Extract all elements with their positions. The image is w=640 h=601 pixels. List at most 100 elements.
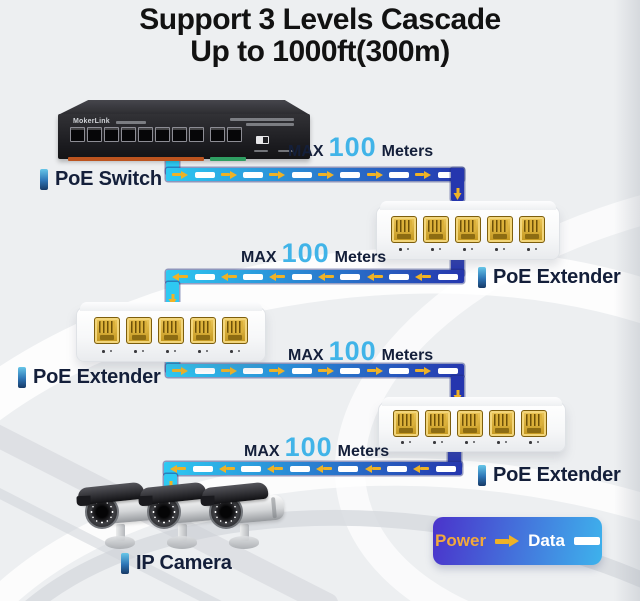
- distance-value: 100: [328, 336, 377, 366]
- ip-camera: [139, 481, 232, 556]
- data-dash-icon: [291, 273, 312, 280]
- distance-suffix: Meters: [381, 347, 434, 364]
- power-arrow-icon: [269, 366, 286, 375]
- data-dash-icon: [340, 273, 361, 280]
- camera-base: [105, 536, 135, 549]
- data-dash-icon: [340, 171, 361, 178]
- rj45-port: [190, 317, 216, 344]
- extender-ports: [391, 216, 545, 243]
- power-arrow-icon: [267, 465, 283, 473]
- power-arrow-icon: [415, 273, 431, 281]
- extender-leds: [393, 440, 547, 444]
- port-led: [487, 247, 513, 251]
- port-led: [190, 349, 216, 353]
- rj45-port: [391, 216, 417, 243]
- distance-value: 100: [281, 238, 330, 268]
- power-arrow-icon: [221, 273, 237, 281]
- rj45-port: [126, 317, 152, 344]
- power-arrow-icon: [415, 366, 432, 375]
- switch-front-face: MokerLink: [58, 114, 310, 161]
- poe-extender-1-label: PoE Extender: [478, 266, 621, 289]
- distance-label-4: MAX 100 Meters: [244, 434, 390, 461]
- poe-switch-label-text: PoE Switch: [55, 168, 162, 190]
- power-arrow-icon: [495, 535, 520, 547]
- camera-mount: [178, 524, 187, 541]
- switch-info-text: [246, 123, 294, 126]
- legend-data-label: Data: [528, 531, 565, 550]
- label-accent-bar-icon: [18, 367, 26, 388]
- cable-run-3: [166, 364, 464, 377]
- switch-model-text: [116, 121, 146, 124]
- distance-suffix: Meters: [334, 249, 387, 266]
- power-arrow-icon: [318, 273, 334, 281]
- power-arrow-icon: [172, 273, 188, 281]
- data-dash-icon: [194, 273, 215, 280]
- distance-prefix: MAX: [241, 249, 277, 266]
- poe-extender-label-text: PoE Extender: [33, 366, 161, 388]
- power-arrow-icon: [365, 465, 381, 473]
- extender-ports: [393, 410, 547, 437]
- data-dash-icon: [241, 465, 262, 472]
- legend-power-label: Power: [435, 531, 487, 550]
- switch-small-text: [278, 150, 294, 152]
- rj45-port: [393, 410, 419, 437]
- ip-camera: [77, 481, 170, 556]
- distance-prefix: MAX: [244, 443, 280, 460]
- power-arrow-icon: [170, 465, 186, 473]
- label-accent-bar-icon: [478, 465, 486, 486]
- distance-suffix: Meters: [337, 443, 390, 460]
- poe-ports-strip: [68, 157, 204, 161]
- ethernet-port: [104, 127, 119, 142]
- data-dash-icon: [388, 273, 409, 280]
- cable-run-2: [166, 270, 464, 283]
- rj45-port: [423, 216, 449, 243]
- power-arrow-icon: [318, 366, 335, 375]
- ip-camera: [201, 481, 294, 556]
- poe-extender-2: [76, 302, 266, 362]
- rj45-port: [457, 410, 483, 437]
- poe-switch-label: PoE Switch: [40, 168, 162, 191]
- data-dash-icon: [573, 537, 600, 545]
- poe-extender-1: [376, 201, 560, 260]
- uplink-ports-strip: [210, 157, 246, 161]
- data-dash-icon: [386, 465, 407, 472]
- ethernet-port: [87, 127, 102, 142]
- rj45-port: [521, 410, 547, 437]
- data-dash-icon: [340, 367, 361, 374]
- cable-segment: [451, 168, 464, 201]
- power-arrow-icon: [415, 170, 432, 179]
- data-dash-icon: [388, 367, 409, 374]
- ethernet-port: [138, 127, 153, 142]
- port-led: [521, 440, 547, 444]
- dip-switch: [256, 136, 269, 144]
- switch-poe-ports: [70, 127, 204, 142]
- distance-label-2: MAX 100 Meters: [241, 238, 387, 268]
- distance-value: 100: [328, 132, 377, 162]
- power-arrow-icon: [269, 273, 285, 281]
- power-arrow-icon: [172, 170, 189, 179]
- ethernet-port: [189, 127, 204, 142]
- ethernet-port: [70, 127, 85, 142]
- ip-camera-label: IP Camera: [121, 552, 232, 575]
- port-led: [94, 349, 120, 353]
- title-line-2: Up to 1000ft(300m): [190, 35, 450, 68]
- background-edge-shade: [614, 0, 640, 601]
- port-led: [457, 440, 483, 444]
- data-dash-icon: [435, 465, 456, 472]
- power-arrow-icon: [316, 465, 332, 473]
- distance-prefix: MAX: [288, 143, 324, 160]
- poe-extender-label-text: PoE Extender: [493, 464, 621, 486]
- power-arrow-icon: [220, 366, 237, 375]
- power-arrow-icon: [366, 366, 383, 375]
- poe-switch: MokerLink: [58, 100, 310, 161]
- rj45-port: [487, 216, 513, 243]
- data-dash-icon: [338, 465, 359, 472]
- camera-base: [167, 536, 197, 549]
- flow-down-arrow-icon: [453, 188, 462, 200]
- rj45-port: [519, 216, 545, 243]
- label-accent-bar-icon: [121, 553, 129, 574]
- distance-prefix: MAX: [288, 347, 324, 364]
- rj45-port: [94, 317, 120, 344]
- port-led: [391, 247, 417, 251]
- switch-top-face: [58, 100, 310, 115]
